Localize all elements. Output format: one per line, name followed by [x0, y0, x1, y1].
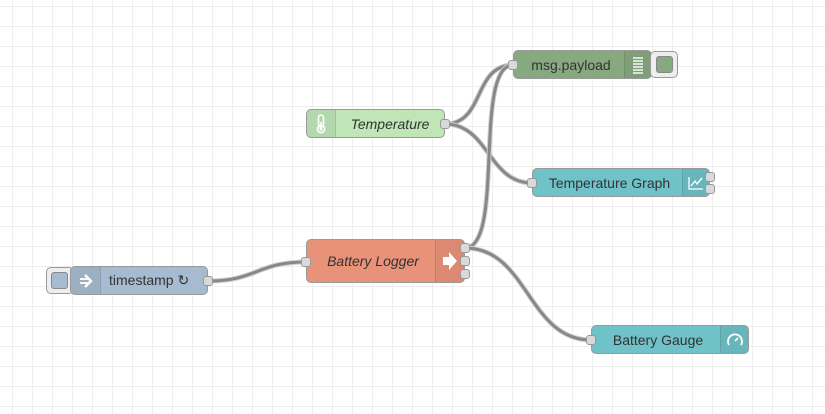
inject-button-inner [51, 272, 68, 289]
node-label: Temperature Graph [548, 174, 671, 191]
arrow-right-icon [435, 240, 464, 282]
output-port-1[interactable] [460, 243, 470, 253]
node-label: Battery Logger [327, 253, 419, 269]
output-port-2[interactable] [705, 184, 715, 194]
wire-battery-logger-to-msg-payload[interactable] [464, 63, 514, 250]
node-label: timestamp ↻ [109, 272, 190, 288]
input-port[interactable] [527, 178, 537, 188]
debug-list-icon [624, 51, 651, 78]
node-label: Temperature [350, 115, 430, 132]
wire-temperature-to-msg-payload[interactable] [444, 63, 514, 126]
input-port[interactable] [586, 335, 596, 345]
inject-button[interactable] [46, 267, 74, 294]
input-port[interactable] [508, 60, 518, 70]
node-battery-logger[interactable]: Battery Logger [301, 239, 470, 283]
inject-arrow-icon [71, 267, 101, 294]
output-port-1[interactable] [705, 172, 715, 182]
wire-battery-logger-to-battery-gauge[interactable] [464, 246, 592, 342]
output-port-2[interactable] [460, 256, 470, 266]
output-port[interactable] [203, 276, 213, 286]
debug-toggle-indicator [656, 56, 673, 73]
output-port[interactable] [440, 119, 450, 129]
input-port[interactable] [301, 257, 311, 267]
node-timestamp[interactable]: timestamp ↻ [70, 266, 213, 295]
chart-icon [682, 169, 709, 196]
output-port-3[interactable] [460, 269, 470, 279]
debug-toggle-button[interactable] [650, 51, 678, 78]
wire-timestamp-to-battery-logger[interactable] [207, 260, 307, 283]
thermometer-icon [307, 110, 336, 137]
node-label: Battery Gauge [612, 331, 704, 348]
node-battery-gauge[interactable]: Battery Gauge [586, 325, 749, 354]
node-temperature-graph[interactable]: Temperature Graph [527, 168, 715, 197]
node-temperature[interactable]: Temperature [306, 109, 450, 138]
node-label: msg.payload [531, 56, 611, 73]
node-msg-payload[interactable]: msg.payload [508, 50, 652, 79]
gauge-icon [720, 326, 748, 353]
